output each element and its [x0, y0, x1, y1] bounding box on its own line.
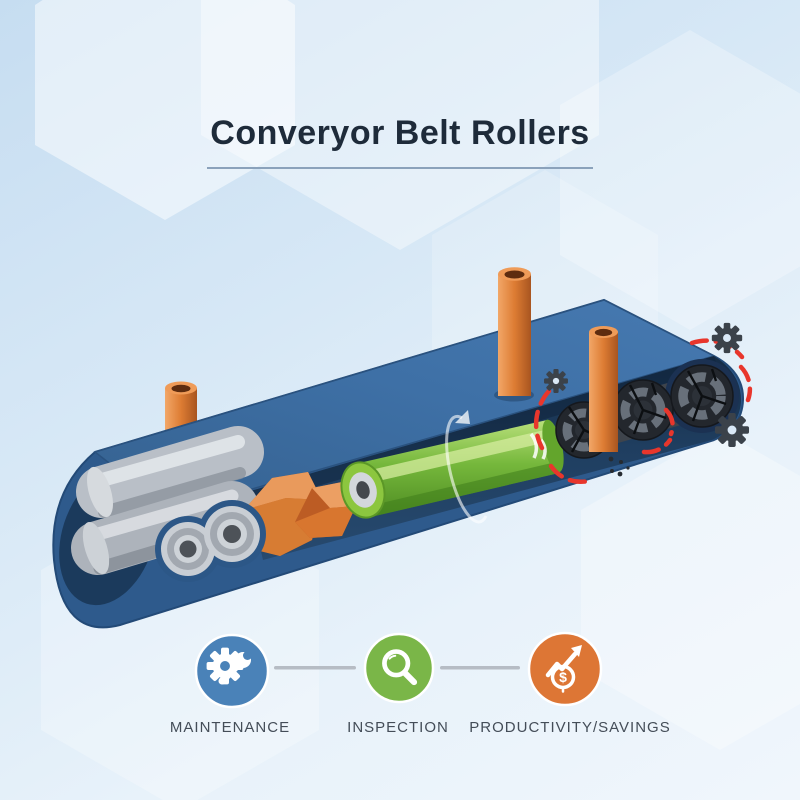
worn-rollers: [555, 359, 739, 459]
maintenance-label: MAINTENANCE: [169, 719, 291, 736]
rotation-arrow: [445, 410, 547, 524]
connector-line-1: [274, 666, 356, 670]
new-roller-green: [340, 410, 564, 524]
connector-line-2: [440, 666, 520, 670]
gear-wrench-icon: [206, 647, 252, 685]
maintenance-gear-small-icon: [544, 369, 568, 393]
frame-post-right: [589, 326, 618, 452]
title-underline: [207, 167, 593, 169]
worn-roller-2: [612, 379, 674, 441]
frame-post-middle: [494, 267, 534, 402]
inspection-badge: [363, 632, 435, 704]
maintenance-gear-top-icon: [711, 322, 743, 354]
page-title: Converyor Belt Rollers: [210, 114, 590, 152]
magnifier-icon: [382, 649, 418, 686]
cut-face-rollers: [155, 500, 266, 582]
maintenance-badge: [194, 633, 270, 709]
dollar-sign: $: [559, 669, 567, 685]
productivity-badge: $: [527, 631, 603, 707]
worn-roller-3: [670, 364, 734, 428]
steps-row: $: [194, 631, 603, 709]
growth-chart-dollar-icon: $: [545, 645, 582, 693]
header: Converyor Belt Rollers: [0, 112, 800, 169]
dust-specks: [608, 456, 630, 477]
maintenance-gear-bottom-icon: [714, 412, 750, 448]
productivity-label: PRODUCTIVITY/SAVINGS: [469, 719, 671, 736]
inspection-label: INSPECTION: [347, 719, 449, 736]
